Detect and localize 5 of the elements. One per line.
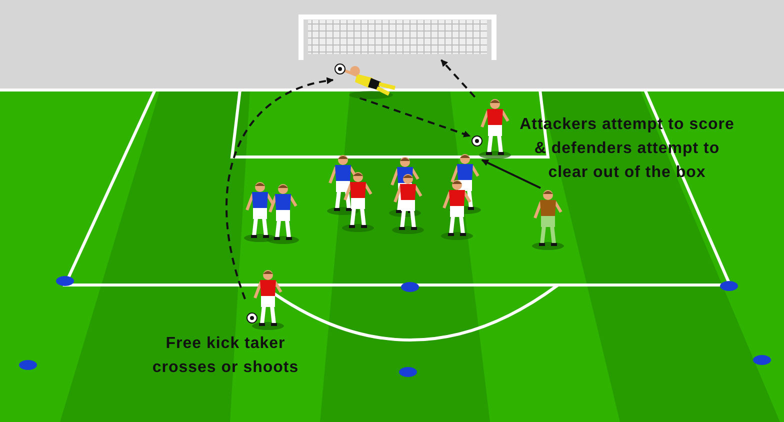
arrow — [359, 97, 471, 138]
arrow — [481, 159, 541, 189]
caption-text: Free kick taker crosses or shoots — [151, 334, 300, 378]
arrow — [226, 78, 334, 300]
arrow — [440, 59, 476, 98]
